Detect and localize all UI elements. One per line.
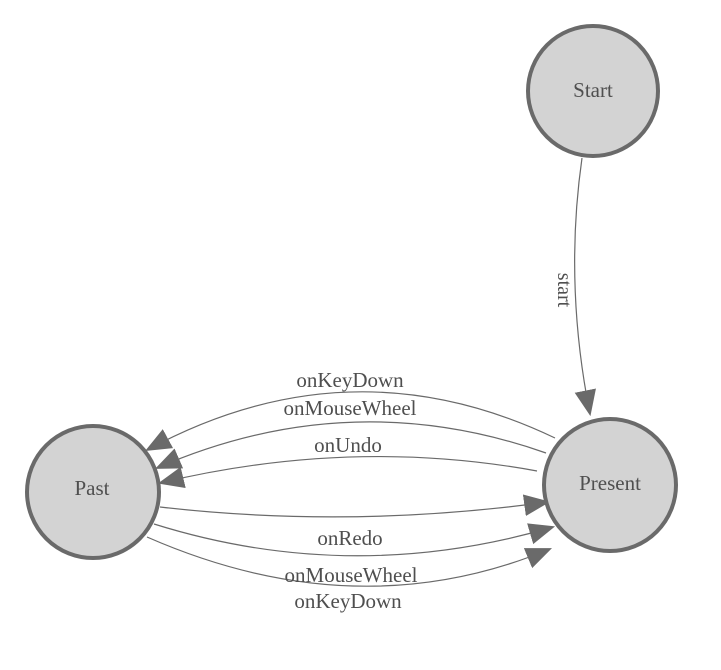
state-node-past: Past: [25, 424, 161, 560]
edge-label-start: start: [553, 273, 575, 308]
node-label-start: Start: [573, 78, 613, 102]
edge-past-to-present-onmousewheel: [153, 523, 556, 557]
transition-labels: start onKeyDown onMouseWheel onUndo onRe…: [284, 273, 575, 613]
node-label-past: Past: [74, 476, 109, 500]
edge-label-onmousewheel-top: onMouseWheel: [284, 396, 417, 420]
edge-label-onredo: onRedo: [317, 526, 382, 550]
edge-label-onundo: onUndo: [314, 433, 382, 457]
edge-present-to-past-onkeydown: [145, 391, 556, 452]
edge-start-to-present: [574, 157, 596, 417]
edge-label-onkeydown-top: onKeyDown: [296, 368, 404, 392]
state-circle-start: [526, 24, 660, 158]
edge-label-onmousewheel-bottom: onMouseWheel: [285, 563, 418, 587]
state-node-present: Present: [542, 417, 678, 553]
edge-past-to-present-onkeydown: [146, 536, 553, 587]
state-circle-present: [542, 417, 678, 553]
edge-past-to-present-onredo: [159, 494, 551, 518]
edge-present-to-past-onundo: [157, 456, 538, 488]
edge-present-to-past-onmousewheel: [155, 421, 547, 469]
state-node-start: Start: [526, 24, 660, 158]
node-label-present: Present: [579, 471, 641, 495]
transition-edges: [145, 157, 596, 587]
state-circle-past: [25, 424, 161, 560]
edge-label-onkeydown-bottom: onKeyDown: [294, 589, 402, 613]
